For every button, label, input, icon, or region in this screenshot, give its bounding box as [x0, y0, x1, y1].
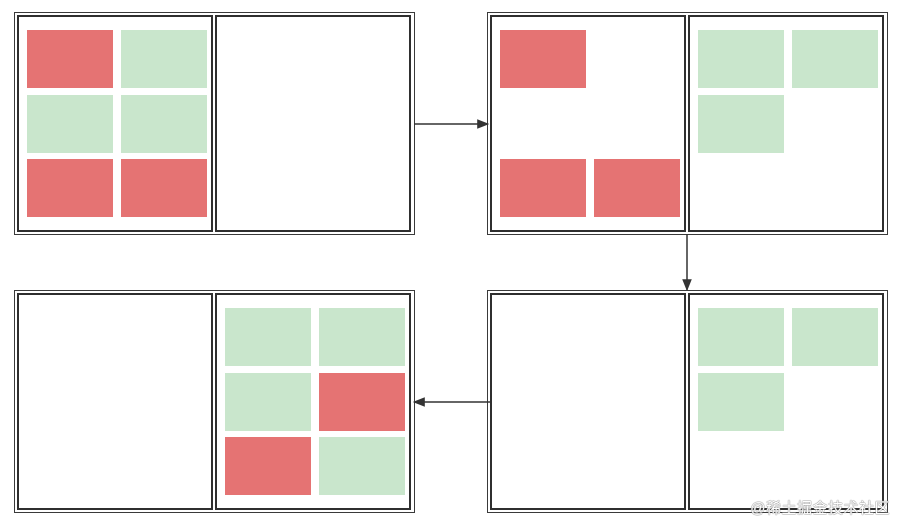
step-2-right-green-block — [698, 30, 784, 88]
step-2-right-green-block — [792, 30, 878, 88]
step-3-right-green-block — [698, 373, 784, 431]
step-2-left-red-block — [500, 159, 586, 217]
step-1-left-green-block — [121, 30, 207, 88]
step-3-right-green-block — [698, 308, 784, 366]
step-4-right-container — [215, 293, 411, 510]
step-2-panel — [487, 12, 888, 235]
step-4-right-green-block — [319, 308, 405, 366]
step-4-right-green-block — [319, 437, 405, 495]
step-4-panel — [14, 290, 415, 513]
step-4-right-green-block — [225, 373, 311, 431]
step-2-right-container — [688, 15, 884, 232]
step-3-right-green-block — [792, 308, 878, 366]
step-1-right-container — [215, 15, 411, 232]
step-1-left-green-block — [27, 95, 113, 153]
step-1-left-red-block — [27, 30, 113, 88]
step-2-left-container — [490, 15, 686, 232]
step-2-left-red-block — [500, 30, 586, 88]
step-4-right-green-block — [225, 308, 311, 366]
step-1-left-red-block — [121, 159, 207, 217]
watermark: @稀土掘金技术社区 — [750, 500, 890, 517]
step-1-left-container — [17, 15, 213, 232]
step-1-left-red-block — [27, 159, 113, 217]
step-3-right-container — [688, 293, 884, 510]
step-4-left-container — [17, 293, 213, 510]
step-2-right-green-block — [698, 95, 784, 153]
step-4-right-red-block — [319, 373, 405, 431]
step-1-left-green-block — [121, 95, 207, 153]
step-3-panel — [487, 290, 888, 513]
step-1-panel — [14, 12, 415, 235]
step-2-left-red-block — [594, 159, 680, 217]
step-3-left-container — [490, 293, 686, 510]
step-4-right-red-block — [225, 437, 311, 495]
